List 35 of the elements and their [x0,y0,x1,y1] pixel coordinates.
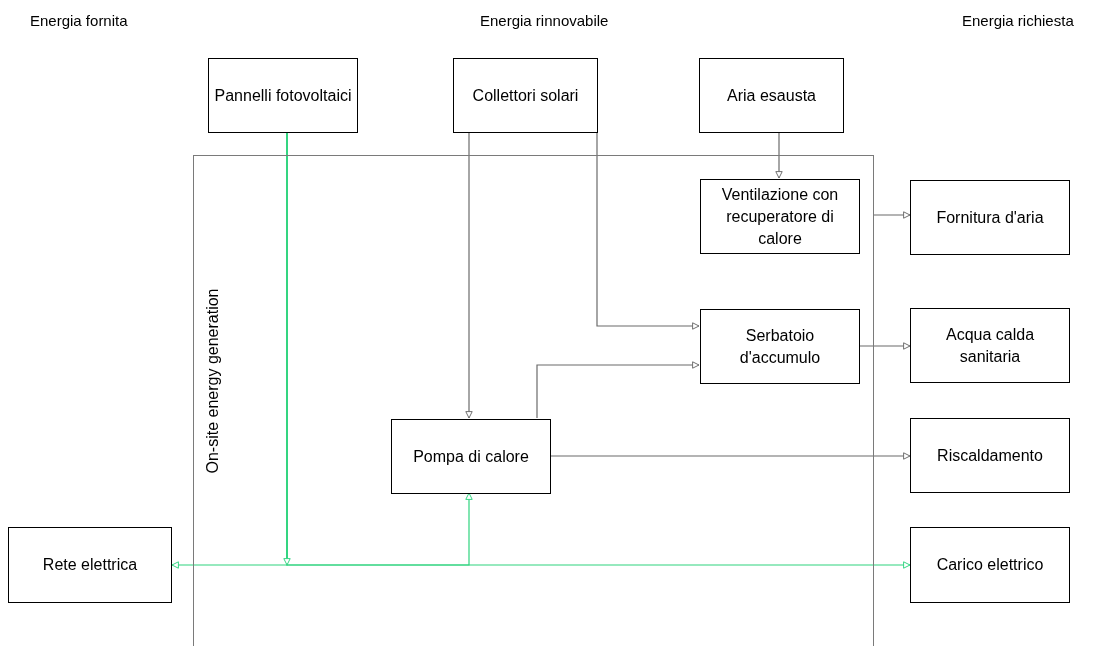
column-heading: Energia fornita [30,11,128,31]
connector-arrow [549,452,911,460]
process-box [699,58,844,133]
process-box [910,308,1070,383]
container-label: On-site energy generation [202,288,222,474]
box-text: Rete elettrica [42,555,138,575]
process-box [910,418,1070,493]
connector-arrow [536,361,700,419]
connector-trunk [283,132,291,566]
box-text: Pompa di calore [413,446,529,467]
box-text: Pannelli fotovoltaici [214,85,352,106]
process-box [453,58,598,133]
column-heading: Energia richiesta [962,11,1074,31]
process-box [208,58,358,133]
container-frame [193,155,874,646]
connector-arrow [465,132,473,419]
box-text: Fornitura d'aria [936,207,1044,228]
process-box [700,179,860,254]
process-box [700,309,860,384]
box-text: Serbatoio d'accumulo [738,325,822,368]
connector-arrow [775,132,783,179]
box-text: Collettori solari [472,85,579,106]
box-text: Carico elettrico [936,555,1044,575]
box-text: Aria esausta [727,85,816,106]
connector-arrow [873,211,911,219]
connector-arrow [596,132,700,330]
process-box [8,527,172,603]
process-box [910,180,1070,255]
process-box [910,527,1070,603]
column-heading: Energia rinnovabile [480,11,609,31]
process-box [391,419,551,494]
box-text: Acqua calda sanitaria [944,324,1036,367]
connector-arrow [858,342,911,350]
box-text: Ventilazione con recuperatore di calore [720,184,840,249]
box-text: Riscaldamento [937,445,1043,466]
